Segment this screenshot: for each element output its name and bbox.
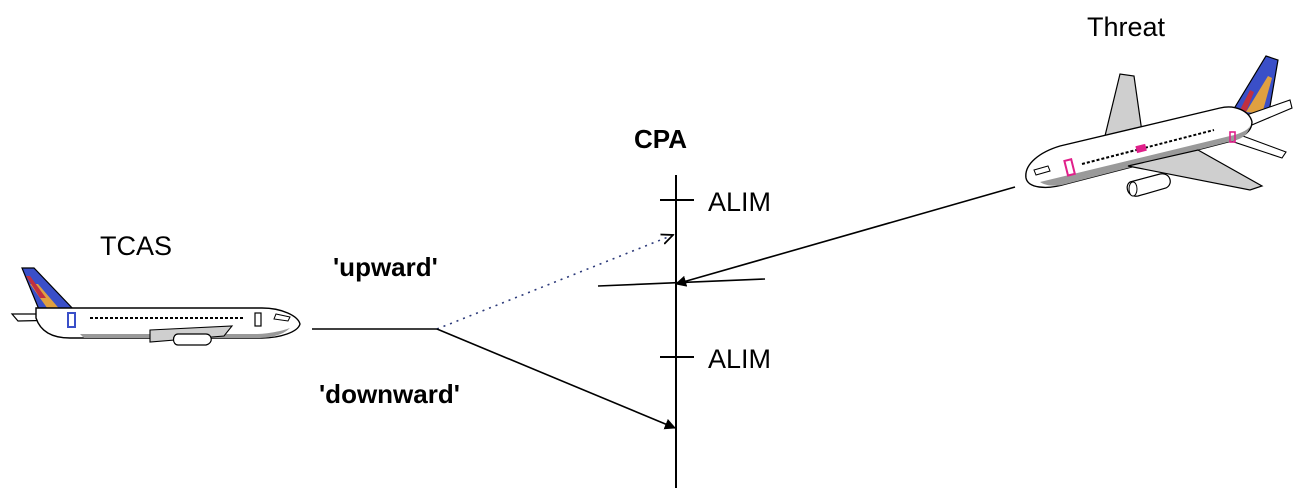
tcas-aircraft-icon (10, 267, 301, 346)
alim-upper-label: ALIM (708, 187, 771, 217)
downward-option-arrow (436, 328, 677, 430)
threat-trajectory-arrow (674, 186, 1016, 287)
threat-trajectory-crossline (597, 278, 766, 287)
threat-aircraft-icon (1025, 55, 1293, 197)
threat-label: Threat (1087, 12, 1166, 42)
downward-label: 'downward' (319, 379, 460, 409)
cpa-label: CPA (634, 124, 687, 154)
upward-label: 'upward' (333, 252, 438, 282)
tcas-label: TCAS (100, 231, 172, 261)
upward-option-dotted-arrow (436, 235, 673, 330)
alim-lower-label: ALIM (708, 344, 771, 374)
